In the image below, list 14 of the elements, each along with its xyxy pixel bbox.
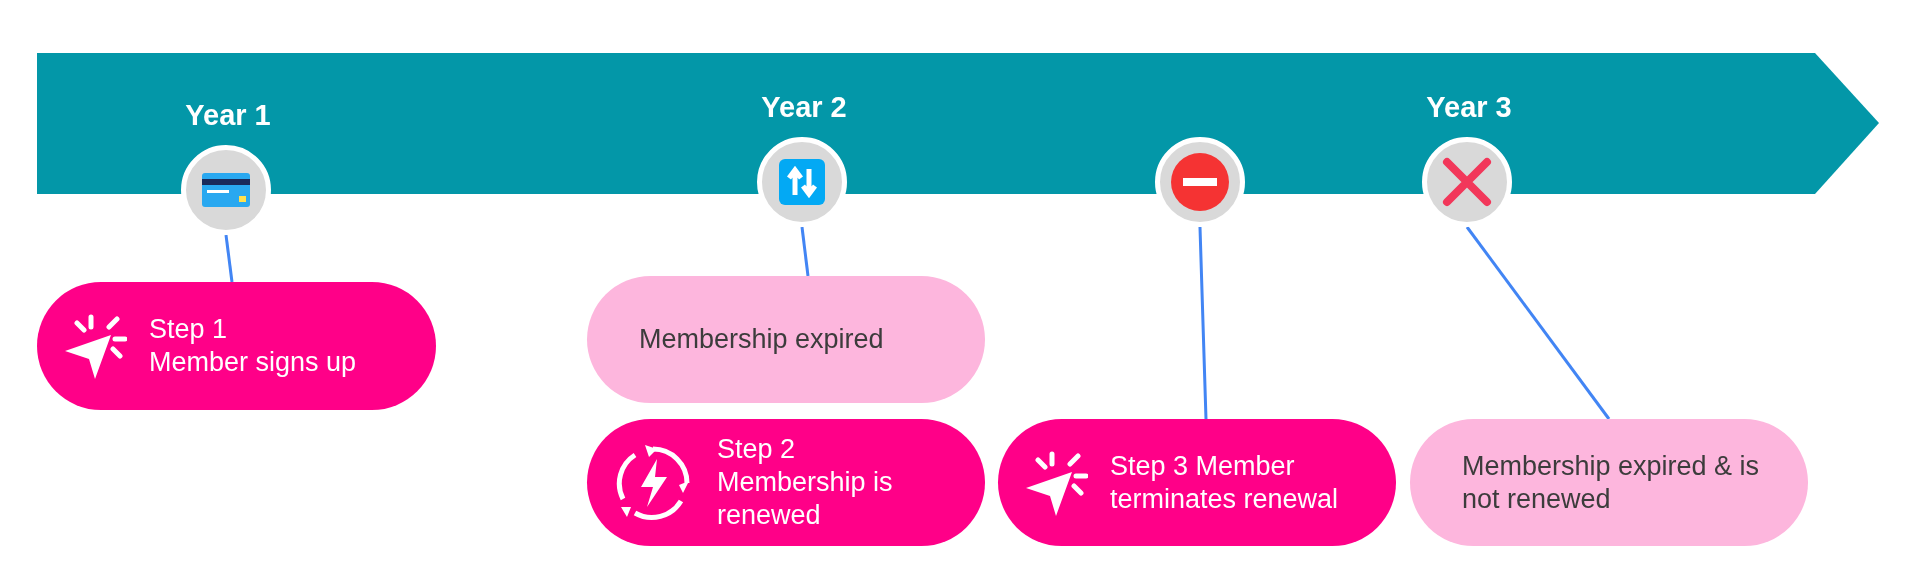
step-text: Membership is renewed <box>717 466 894 532</box>
step-text: Membership expired <box>639 323 885 356</box>
step-text: Step 1 <box>149 313 229 346</box>
connector-line <box>1198 226 1208 420</box>
step-text: Membership expired & is not renewed <box>1462 449 1761 516</box>
step-text: Step 3 Member terminates renewal <box>1110 449 1340 516</box>
step-text: Member signs up <box>149 346 358 379</box>
step-text: Step 2 <box>717 433 797 466</box>
year-label: Year 1 <box>185 99 271 132</box>
connector-line <box>224 234 234 283</box>
year-label: Year 2 <box>761 91 847 124</box>
connector-line <box>800 226 810 277</box>
connector-line <box>1465 226 1611 420</box>
year-label: Year 3 <box>1426 91 1512 124</box>
